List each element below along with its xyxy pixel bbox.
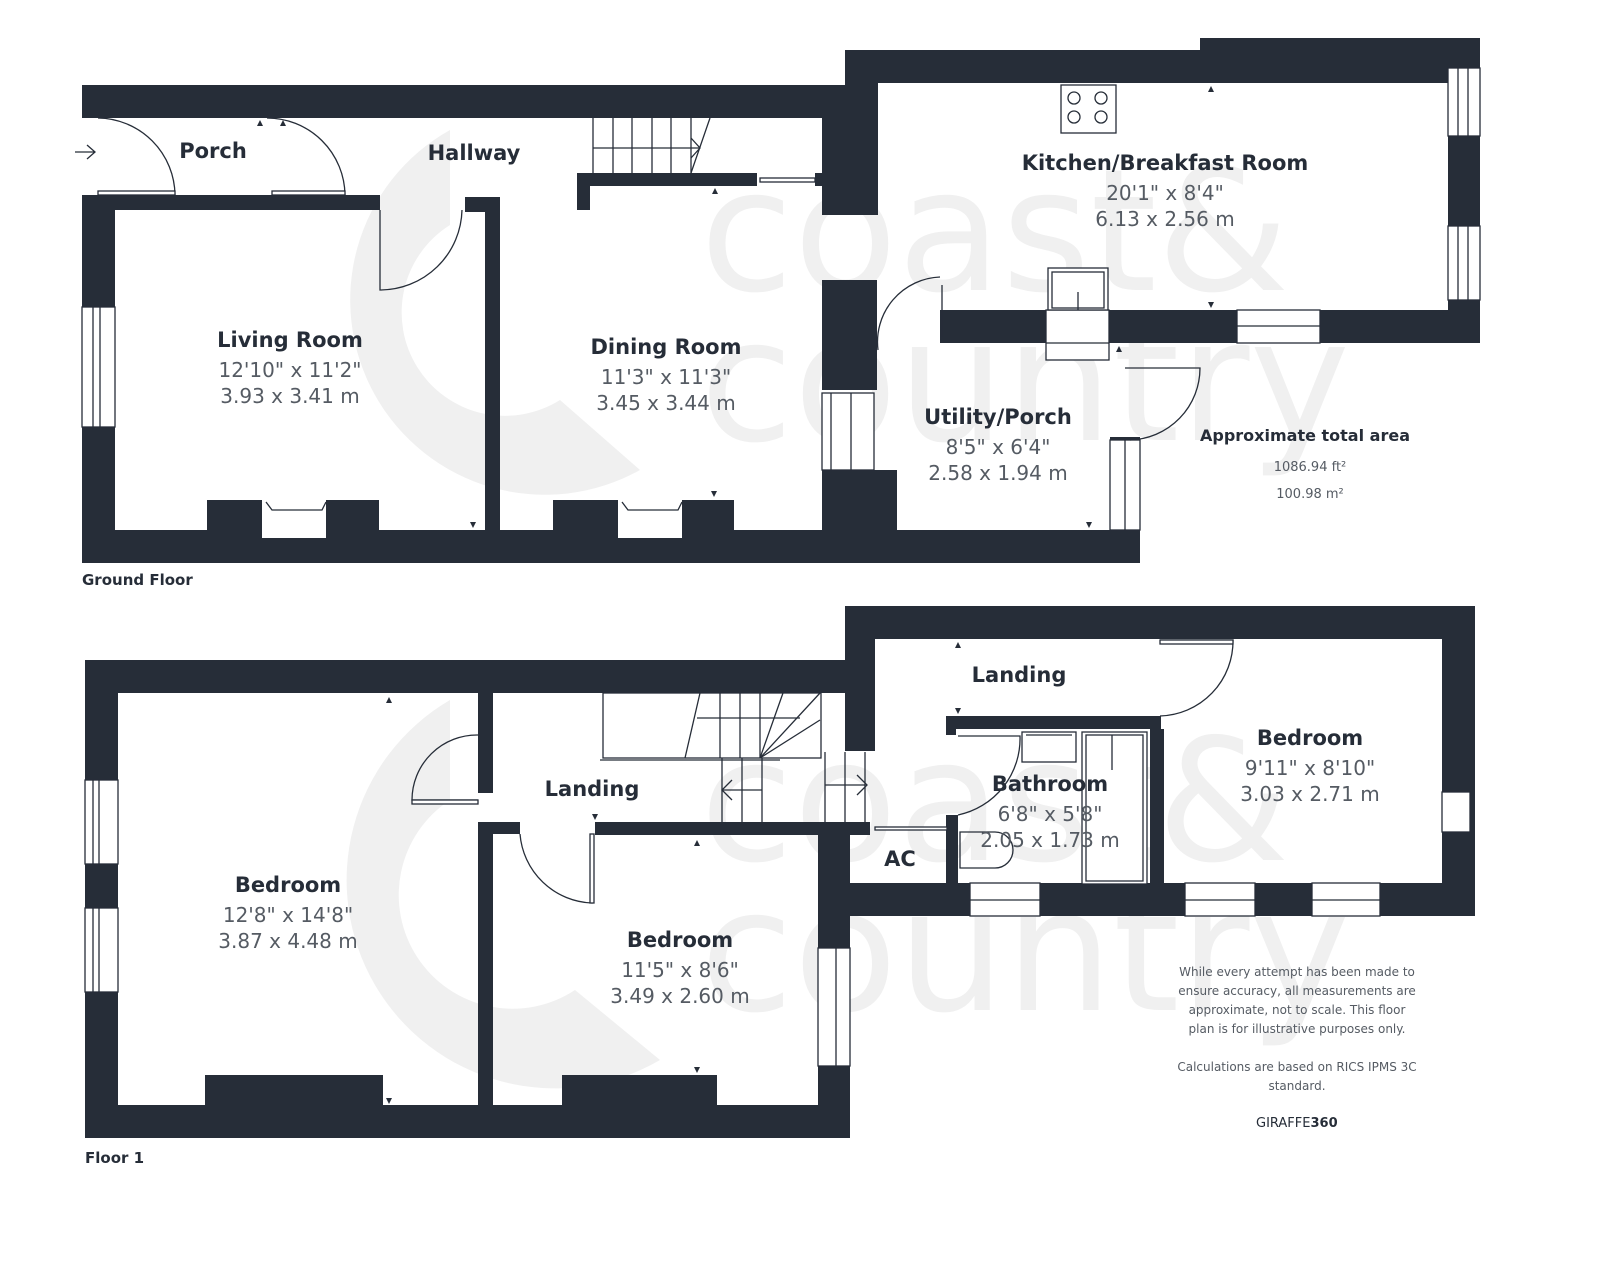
room-hallway-name: Hallway — [428, 141, 521, 165]
room-landing-lower-name: Landing — [545, 777, 640, 801]
room-porch-name: Porch — [179, 139, 247, 163]
room-bedroom2-metric: 3.49 x 2.60 m — [610, 984, 749, 1008]
ground-floor-labels: Porch Hallway Kitchen/Breakfast Room 20'… — [82, 139, 1308, 589]
room-ac-name: AC — [884, 847, 916, 871]
ground-floor-plan — [75, 38, 1481, 563]
room-kitchen-name: Kitchen/Breakfast Room — [1022, 151, 1309, 175]
calc-line-2: standard. — [1268, 1079, 1325, 1093]
room-bedroom3-imperial: 9'11" x 8'10" — [1245, 756, 1375, 780]
room-dining-imperial: 11'3" x 11'3" — [601, 365, 731, 389]
room-bedroom2-name: Bedroom — [627, 928, 733, 952]
room-living-imperial: 12'10" x 11'2" — [218, 358, 361, 382]
room-utility-imperial: 8'5" x 6'4" — [946, 435, 1051, 459]
room-living-metric: 3.93 x 3.41 m — [220, 384, 359, 408]
room-utility-metric: 2.58 x 1.94 m — [928, 461, 1067, 485]
staircase-floor1 — [600, 692, 868, 822]
room-utility-name: Utility/Porch — [924, 405, 1072, 429]
total-area-metric: 100.98 m² — [1276, 487, 1344, 502]
disclaimer: While every attempt has been made to ens… — [1177, 965, 1416, 1093]
room-bedroom1-name: Bedroom — [235, 873, 341, 897]
total-area-title: Approximate total area — [1200, 426, 1410, 445]
total-area-imperial: 1086.94 ft² — [1274, 460, 1347, 475]
brand-part2: 360 — [1310, 1116, 1337, 1131]
disclaimer-line-4: plan is for illustrative purposes only. — [1189, 1022, 1406, 1036]
floor-1-plan — [84, 606, 1475, 1138]
ground-floor-label: Ground Floor — [82, 571, 193, 589]
disclaimer-line-1: While every attempt has been made to — [1179, 965, 1415, 979]
watermark-line1: coast& — [700, 133, 1289, 331]
disclaimer-line-3: approximate, not to scale. This floor — [1189, 1003, 1406, 1017]
room-bedroom3-metric: 3.03 x 2.71 m — [1240, 782, 1379, 806]
floor-1-label: Floor 1 — [85, 1149, 144, 1167]
brand-part1: GIRAFFE — [1256, 1116, 1310, 1131]
room-bedroom3-name: Bedroom — [1257, 726, 1363, 750]
room-bedroom1-metric: 3.87 x 4.48 m — [218, 929, 357, 953]
svg-text:GIRAFFE360: GIRAFFE360 — [1256, 1116, 1338, 1131]
calc-line-1: Calculations are based on RICS IPMS 3C — [1177, 1060, 1416, 1074]
staircase-ground — [592, 117, 711, 174]
floor-1-labels: Landing Bedroom 9'11" x 8'10" 3.03 x 2.7… — [85, 663, 1380, 1167]
room-bathroom-name: Bathroom — [992, 772, 1108, 796]
room-bathroom-imperial: 6'8" x 5'8" — [998, 802, 1103, 826]
room-kitchen-imperial: 20'1" x 8'4" — [1106, 181, 1224, 205]
total-area: Approximate total area 1086.94 ft² 100.9… — [1200, 426, 1410, 502]
room-landing-upper-name: Landing — [972, 663, 1067, 687]
brand-logo: GIRAFFE360 — [1256, 1116, 1338, 1131]
room-dining-metric: 3.45 x 3.44 m — [596, 391, 735, 415]
room-living-name: Living Room — [217, 328, 363, 352]
room-bedroom1-imperial: 12'8" x 14'8" — [223, 903, 353, 927]
disclaimer-line-2: ensure accuracy, all measurements are — [1178, 984, 1416, 998]
room-kitchen-metric: 6.13 x 2.56 m — [1095, 207, 1234, 231]
room-bedroom2-imperial: 11'5" x 8'6" — [621, 958, 739, 982]
room-dining-name: Dining Room — [591, 335, 742, 359]
room-bathroom-metric: 2.05 x 1.73 m — [980, 828, 1119, 852]
